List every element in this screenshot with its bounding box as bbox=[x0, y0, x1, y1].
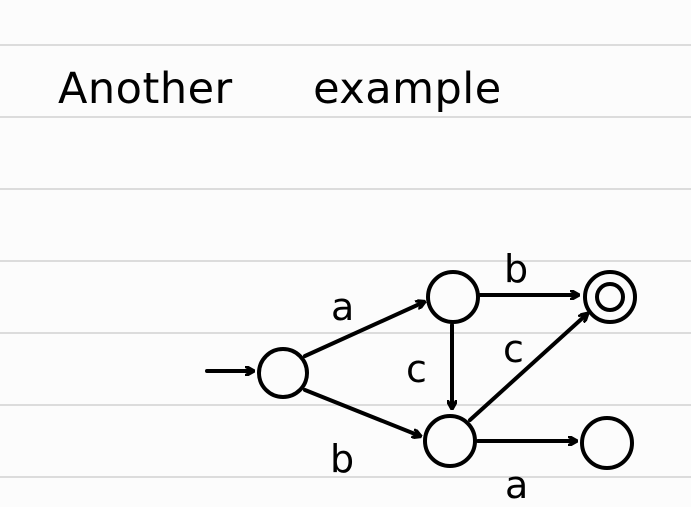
ruled-line bbox=[0, 116, 691, 118]
ruled-line bbox=[0, 332, 691, 334]
edge-label-q1-q3: c bbox=[406, 347, 427, 391]
state-q2 bbox=[583, 270, 637, 324]
edge-q0-q1 bbox=[303, 302, 424, 358]
state-q2-accept-ring bbox=[595, 282, 625, 312]
edge-label-q3-q2: c bbox=[503, 327, 524, 371]
edge-label-q1-q2: b bbox=[504, 247, 528, 291]
edge-label-q0-q1: a bbox=[331, 285, 354, 329]
ruled-line bbox=[0, 188, 691, 190]
ruled-line bbox=[0, 260, 691, 262]
state-q4 bbox=[580, 416, 634, 470]
edge-label-q0-q3: b bbox=[330, 437, 354, 481]
title-word-1: Another bbox=[58, 64, 233, 114]
state-q3 bbox=[423, 414, 477, 468]
edge-q3-q2 bbox=[468, 314, 587, 422]
ruled-line bbox=[0, 476, 691, 478]
page-title: Another example bbox=[58, 64, 502, 114]
edge-q0-q3 bbox=[303, 388, 420, 436]
state-q1 bbox=[426, 270, 480, 324]
state-q0 bbox=[257, 347, 309, 399]
ruled-line bbox=[0, 44, 691, 46]
edge-label-q3-q4: a bbox=[505, 463, 528, 507]
title-word-2: example bbox=[313, 64, 502, 114]
